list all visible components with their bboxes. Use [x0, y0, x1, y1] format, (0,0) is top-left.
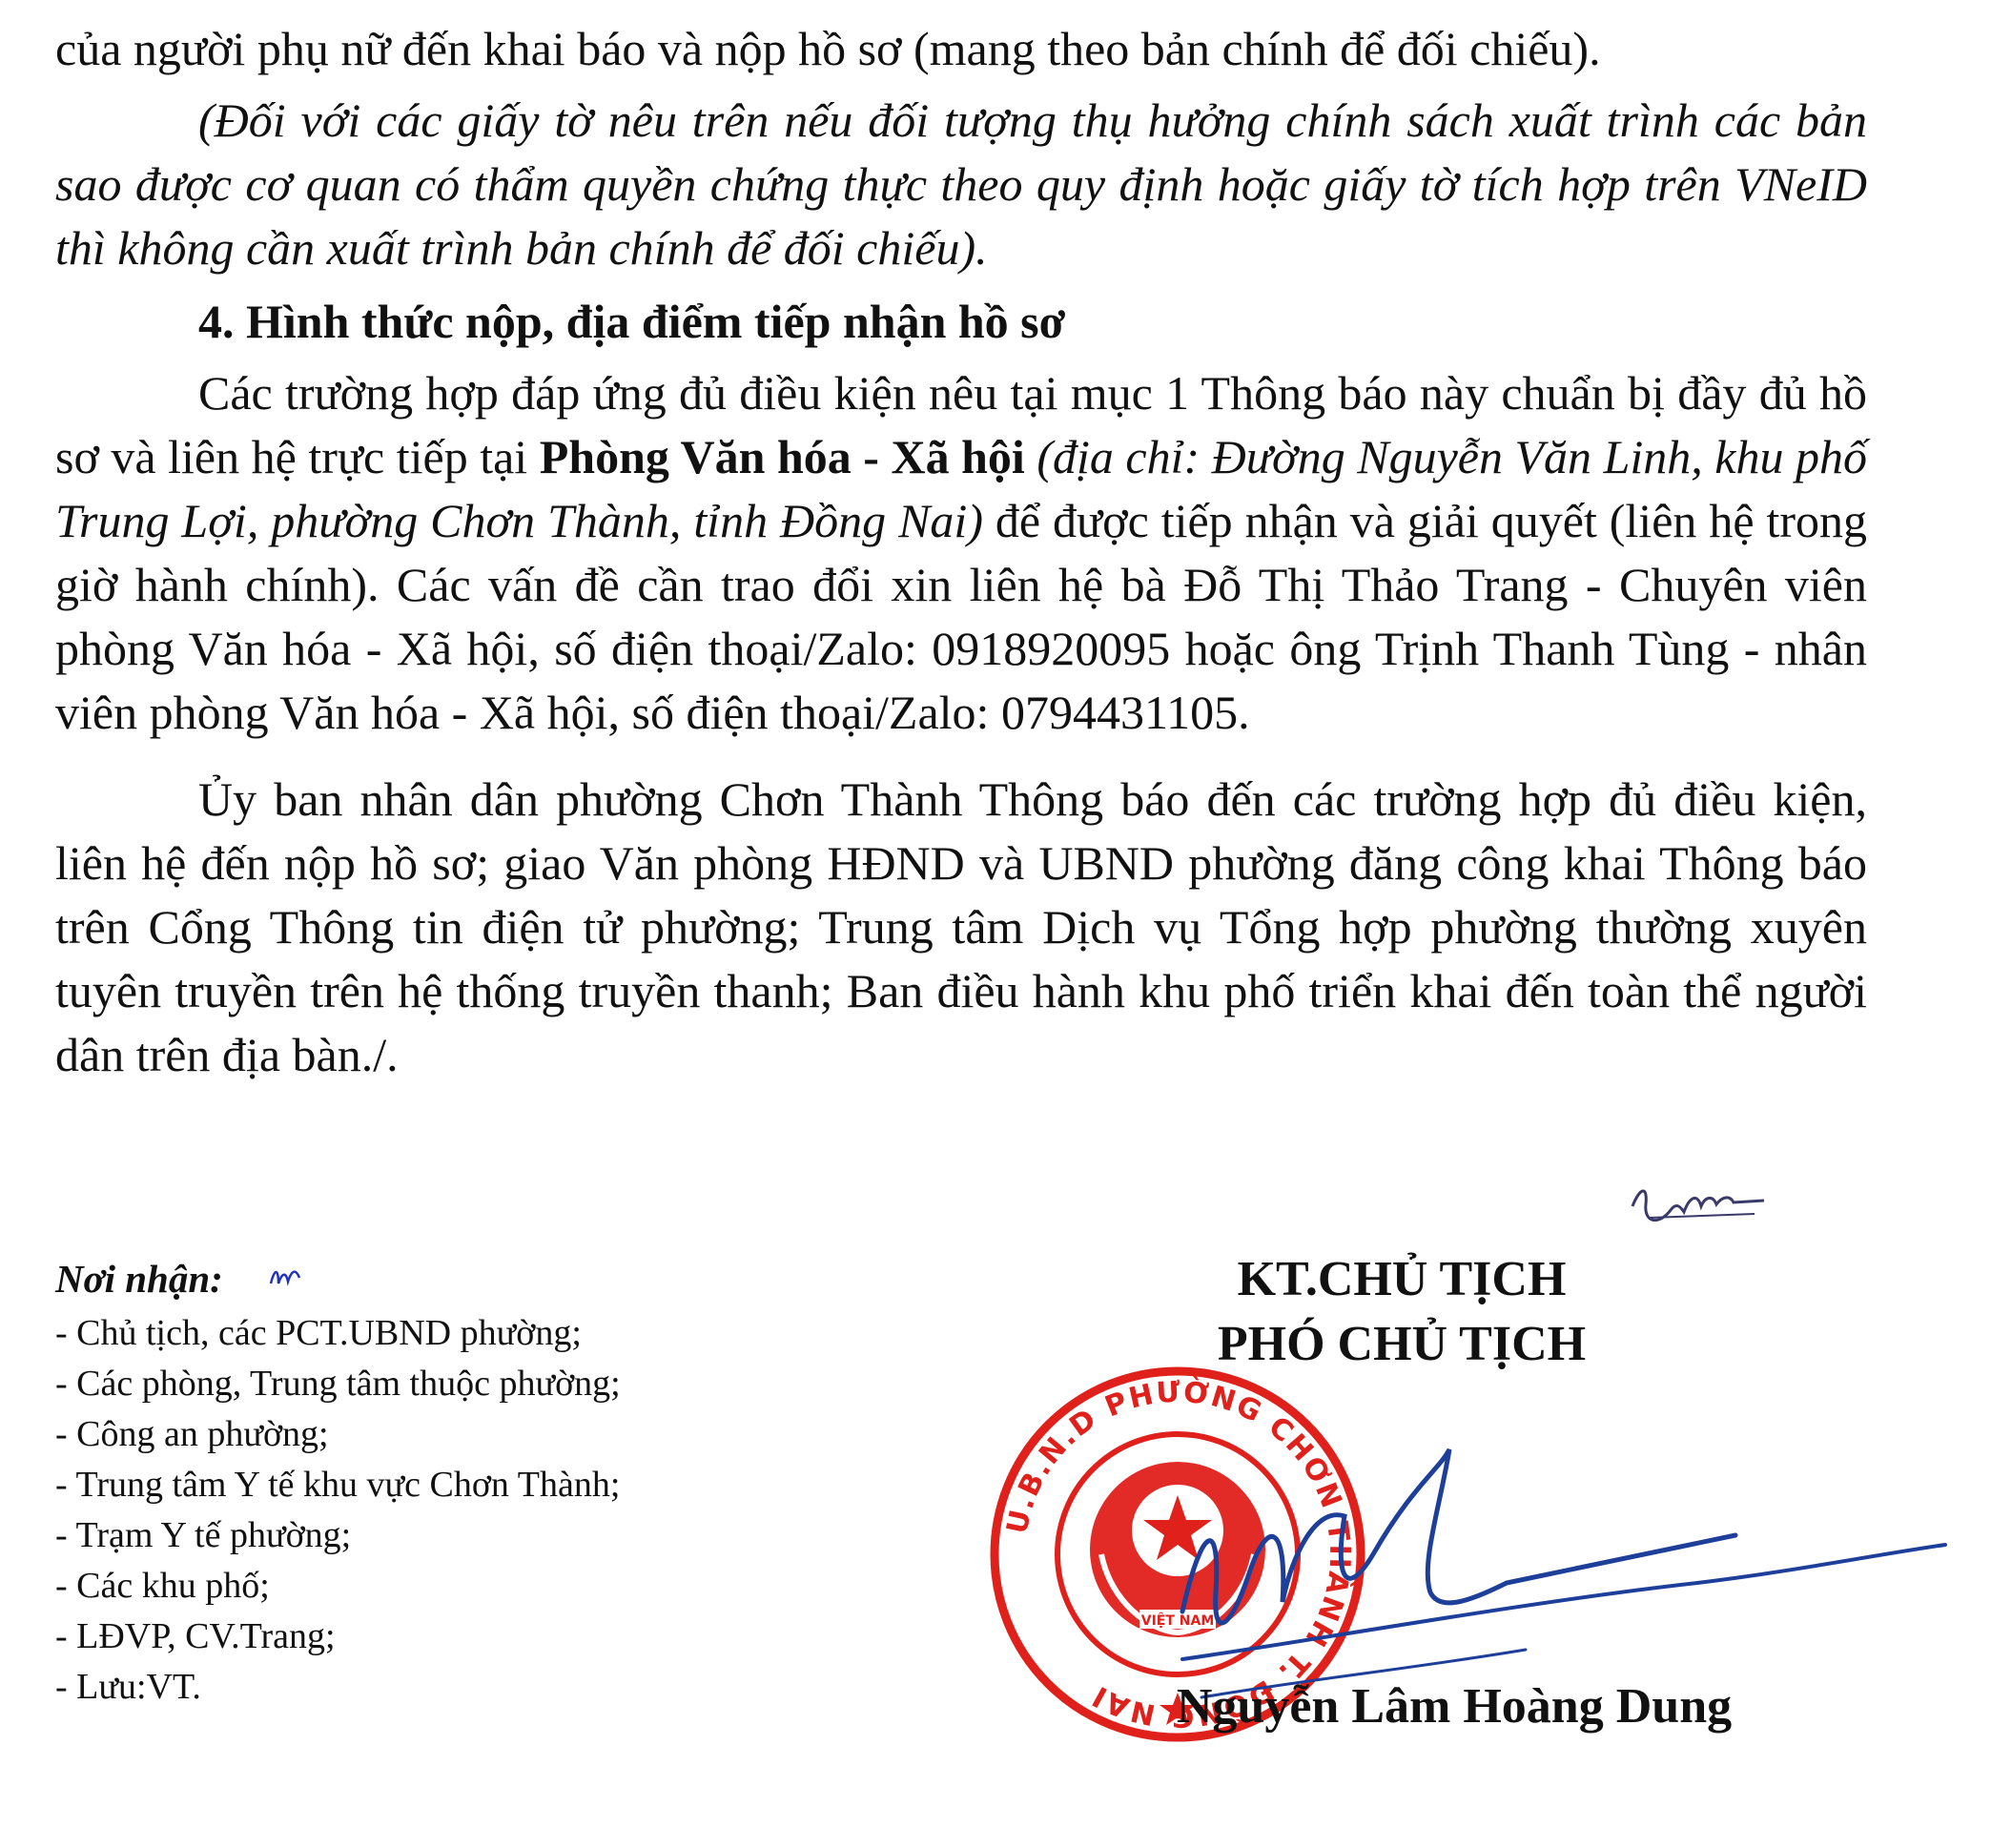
recipient-item: - Chủ tịch, các PCT.UBND phường; — [55, 1313, 582, 1353]
seal-inner-text: VIỆT NAM — [1141, 1612, 1215, 1629]
recipients-title: Nơi nhận: — [55, 1257, 223, 1301]
paragraph-note-italic: (Đối với các giấy tờ nêu trên nếu đối tư… — [55, 93, 1867, 275]
submission-text-start: Các trường hợp đáp ứng đủ điều kiện nêu … — [55, 366, 1867, 483]
document-body: của người phụ nữ đến khai báo và nộp hồ … — [55, 17, 1867, 1087]
recipient-item: - Các khu phố; — [55, 1566, 270, 1606]
initial-signature-mark — [1631, 1189, 1765, 1222]
recipient-item: - Lưu:VT. — [55, 1667, 201, 1707]
section-heading: 4. Hình thức nộp, địa điểm tiếp nhận hồ … — [198, 295, 1066, 348]
paragraph-submission: Các trường hợp đáp ứng đủ điều kiện nêu … — [55, 361, 1867, 745]
paragraph-continuation: của người phụ nữ đến khai báo và nộp hồ … — [55, 22, 1601, 75]
recipient-item: - Trung tâm Y tế khu vực Chơn Thành; — [55, 1465, 621, 1505]
paragraph-announcement: Ủy ban nhân dân phường Chơn Thành Thông … — [55, 772, 1867, 1081]
office-address: (địa chỉ: Đường Nguyễn Văn Linh, khu phố… — [55, 430, 1868, 547]
handwritten-tick-mark — [269, 1270, 301, 1286]
handwritten-signature — [1180, 1448, 1947, 1699]
office-name: Phòng Văn hóa - Xã hội — [539, 430, 1025, 483]
recipient-item: - LĐVP, CV.Trang; — [55, 1616, 336, 1656]
submission-text-end: để được tiếp nhận và giải quyết (liên hệ… — [55, 494, 1867, 739]
signature-title-line2: PHÓ CHỦ TỊCH — [1217, 1317, 1587, 1371]
recipient-item: - Trạm Y tế phường; — [55, 1515, 352, 1555]
recipients-list: Nơi nhận: - Chủ tịch, các PCT.UBND phườn… — [55, 1254, 621, 1713]
recipient-item: - Các phòng, Trung tâm thuộc phường; — [55, 1364, 621, 1404]
signature-title-block: KT.CHỦ TỊCH PHÓ CHỦ TỊCH — [1106, 1247, 1697, 1377]
signature-title-line1: KT.CHỦ TỊCH — [1237, 1252, 1567, 1306]
signer-name: Nguyễn Lâm Hoàng Dung — [1176, 1679, 1733, 1734]
recipient-item: - Công an phường; — [55, 1414, 329, 1454]
